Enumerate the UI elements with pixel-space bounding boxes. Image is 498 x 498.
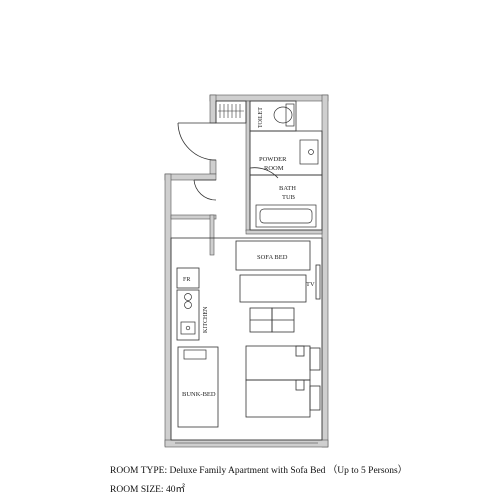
wall-left-upper xyxy=(209,94,217,124)
stove-icon xyxy=(184,293,192,309)
bunk-bed-label: BUNK-BED xyxy=(182,391,216,398)
kitchen-label: KITCHEN xyxy=(203,306,209,333)
closet-hangers xyxy=(218,104,244,118)
toilet-fixture xyxy=(273,103,295,127)
door-arc-entry xyxy=(177,122,217,161)
sofa-bed-label: SOFA BED xyxy=(257,254,288,261)
pillow-upper xyxy=(295,345,305,357)
room-outlines xyxy=(170,100,323,441)
bunk-bed-pillow xyxy=(183,349,207,360)
wall-entry-partition xyxy=(170,214,217,220)
coffee-table xyxy=(239,274,307,303)
wall-kitchen-partition xyxy=(209,214,215,256)
bunk-bed xyxy=(177,346,219,428)
nightstand-upper xyxy=(309,347,321,371)
main-room xyxy=(170,237,323,441)
toilet-room xyxy=(249,100,297,132)
kitchen-sink-icon xyxy=(180,321,196,335)
powder-room-label-2: ROOM xyxy=(264,165,284,172)
kitchen-counter xyxy=(176,289,200,341)
wall-bath-bottom xyxy=(245,229,323,235)
tv-label: TV xyxy=(306,281,315,288)
wall-bottom xyxy=(164,439,329,448)
bath-label-1: BATH xyxy=(279,185,296,192)
wall-entry-top xyxy=(164,173,217,181)
bed-lower xyxy=(245,379,311,418)
tv-unit xyxy=(315,264,321,300)
nightstand-lower xyxy=(309,385,321,411)
room-type-caption: ROOM TYPE: Deluxe Family Apartment with … xyxy=(110,466,408,476)
pillow-lower xyxy=(295,379,305,391)
fridge-label: FR xyxy=(183,277,190,283)
powder-room-label-1: POWDER xyxy=(259,156,287,163)
toilet-label: TOILET xyxy=(258,107,264,128)
door-arc-bath xyxy=(249,167,279,179)
bath-room xyxy=(249,174,323,231)
wall-entry-left xyxy=(164,173,172,447)
room-size-caption: ROOM SIZE: 40㎡ xyxy=(110,485,185,495)
sink-fixture xyxy=(299,139,319,165)
fridge xyxy=(176,267,200,289)
door-arc-corridor xyxy=(193,179,217,201)
wall-bath-left xyxy=(245,100,251,232)
sofa-bed xyxy=(235,240,311,271)
wall-left-entry xyxy=(209,159,217,175)
wall-right xyxy=(321,94,329,448)
bath-label-2: TUB xyxy=(282,194,296,201)
bathtub-fixture xyxy=(255,204,317,228)
closet xyxy=(215,100,247,124)
stools xyxy=(249,307,295,333)
beds xyxy=(245,345,321,418)
bed-upper xyxy=(245,345,311,381)
wall-top xyxy=(209,94,329,102)
